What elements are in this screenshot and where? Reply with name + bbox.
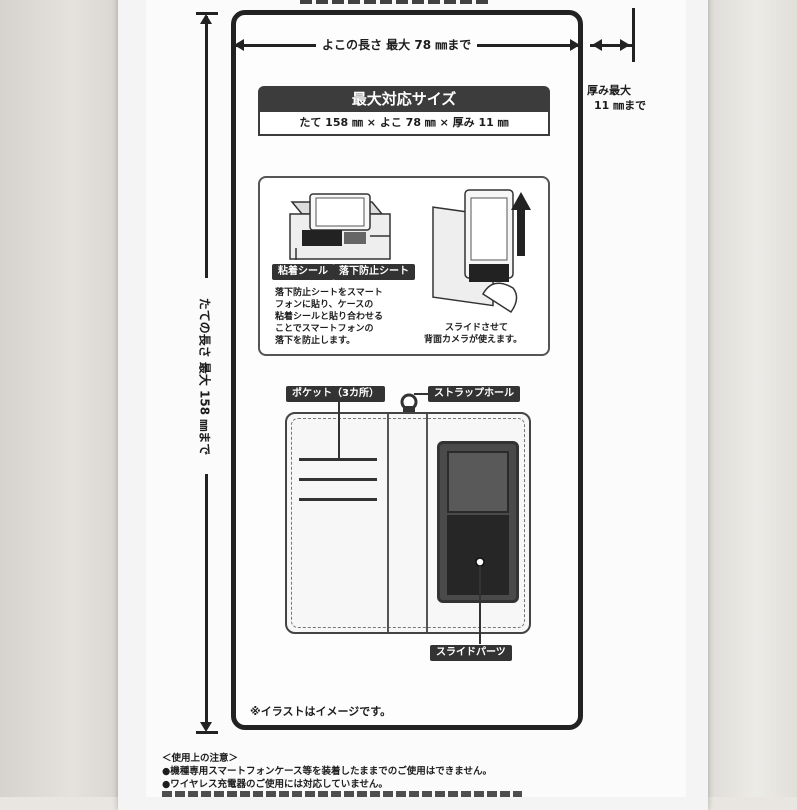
slide-part-lower (447, 515, 509, 595)
usage-notes-heading: ＜使用上の注意＞ (162, 753, 239, 764)
illustration-note: ※イラストはイメージです。 (250, 705, 392, 718)
case-spine-left (387, 414, 389, 632)
anti-drop-desc-5: 落下を防止します。 (275, 336, 356, 346)
thickness-label-2: 11 ㎜まで (594, 99, 647, 112)
slide-parts-label: スライドパーツ (430, 645, 512, 661)
strap-pointer-line (414, 393, 428, 395)
pocket-label: ポケット（3カ所） (286, 386, 385, 402)
usage-notes: ＜使用上の注意＞ ●機種専用スマートフォンケース等を装着したままでのご使用はでき… (162, 752, 492, 791)
max-size-values: たて 158 ㎜ × よこ 78 ㎜ × 厚み 11 ㎜ (258, 112, 550, 136)
anti-drop-desc-3: 粘着シールと貼り合わせる (275, 312, 384, 322)
max-size-title: 最大対応サイズ (258, 86, 550, 112)
case-spine-right (426, 414, 428, 632)
strap-hole-label: ストラップホール (428, 386, 520, 402)
slide-illustration (432, 189, 531, 314)
width-label: よこの長さ 最大 78 ㎜まで (316, 36, 478, 54)
width-arrow-left-icon (234, 39, 244, 51)
slide-part-window (447, 451, 509, 513)
adhesive-illustration (289, 193, 391, 260)
anti-drop-desc-4: ことでスマートフォンの (275, 324, 374, 334)
case-inner-border (291, 418, 525, 628)
slide-desc-2: 背面カメラが使えます。 (424, 335, 523, 345)
background-left (0, 0, 120, 797)
usage-note-1: ●機種専用スマートフォンケース等を装着したままでのご使用はできません。 (162, 766, 492, 777)
pocket-line-3 (299, 498, 377, 501)
height-label: たての長さ 最大 158 ㎜まで (197, 297, 212, 456)
thickness-arrow-left-icon (592, 39, 602, 51)
thickness-label-1: 厚み最大 (587, 84, 631, 97)
height-arrow-bottom-icon (200, 722, 212, 732)
background-right (697, 0, 797, 797)
width-arrow-right-icon (570, 39, 580, 51)
pocket-line-2 (299, 478, 377, 481)
adhesive-label: 粘着シール (272, 264, 334, 280)
pocket-pointer-line (338, 398, 340, 460)
usage-note-2: ●ワイヤレス充電器のご使用には対応していません。 (162, 779, 388, 790)
slide-desc-1: スライドさせて (445, 323, 509, 333)
top-cut-text (300, 0, 490, 4)
thickness-arrow-right-icon (620, 39, 630, 51)
height-label-bg (196, 278, 218, 474)
cut-off-note-line (162, 791, 522, 797)
slide-part-pointer-line (479, 566, 481, 644)
anti-drop-label: 落下防止シート (333, 264, 415, 280)
height-dim-tick-bottom (196, 731, 218, 734)
strap-hole-icon (400, 393, 418, 412)
anti-drop-desc-2: フォンに貼り、ケースの (275, 300, 374, 310)
anti-drop-desc-1: 落下防止シートをスマート (275, 288, 383, 298)
height-dim-tick-top (196, 12, 218, 15)
thickness-edge-line (632, 8, 635, 62)
height-arrow-top-icon (200, 14, 212, 24)
thickness-line (590, 44, 632, 47)
